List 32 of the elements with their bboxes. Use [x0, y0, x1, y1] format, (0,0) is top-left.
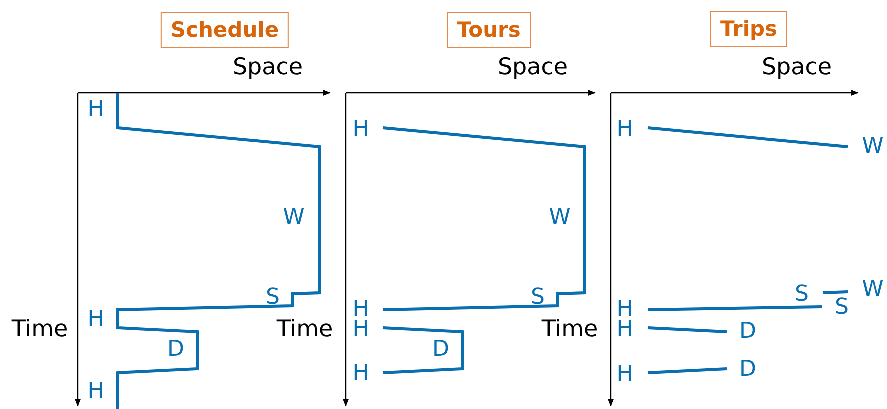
activity-letter: H: [88, 381, 104, 403]
panel-title: Schedule: [160, 12, 290, 48]
activity-letter: H: [352, 119, 370, 141]
activity-letter: S: [531, 287, 545, 309]
activity-letter: H: [88, 99, 104, 121]
axis-label: Space: [762, 56, 832, 80]
axis-label: Time: [276, 318, 334, 342]
panel-title: Trips: [710, 11, 788, 47]
axis-label: Space: [232, 56, 304, 80]
activity-letter: D: [740, 359, 756, 381]
activity-letter: H: [352, 299, 370, 321]
activity-letter: D: [740, 321, 756, 343]
activity-letter: H: [616, 364, 634, 386]
panel-title: Tours: [447, 12, 531, 48]
axis-label: Space: [498, 56, 568, 80]
activity-letter: H: [88, 309, 104, 331]
activity-letter: S: [835, 297, 849, 319]
axis-label: Time: [12, 318, 68, 342]
activity-letter: S: [266, 287, 280, 309]
activity-letter: D: [168, 339, 184, 361]
activity-letter: H: [352, 319, 370, 341]
activity-letter: H: [616, 119, 634, 141]
activity-letter: H: [616, 299, 634, 321]
activity-letter: S: [795, 284, 809, 306]
activity-letter: W: [549, 207, 571, 229]
axis-label: Time: [542, 318, 598, 342]
activity-letter: W: [862, 136, 884, 158]
activity-letter: H: [352, 363, 370, 385]
activity-letter: D: [432, 339, 450, 361]
activity-letter: H: [616, 319, 634, 341]
activity-letter: W: [862, 279, 884, 301]
activity-letter: W: [283, 207, 305, 229]
